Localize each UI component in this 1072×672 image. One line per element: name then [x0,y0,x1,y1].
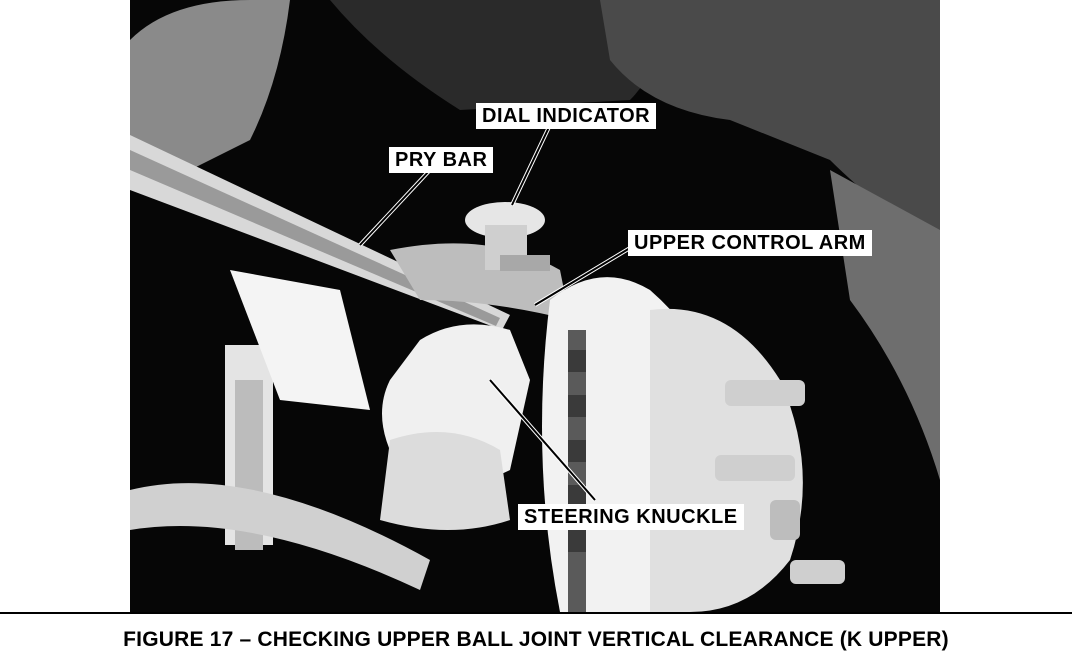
callout-pry-bar: PRY BAR [389,147,494,173]
suspension-photo [130,0,940,612]
figure-caption: FIGURE 17 – CHECKING UPPER BALL JOINT VE… [123,628,949,651]
rotor-vents [568,350,586,552]
background-fender [130,0,290,170]
callout-dial-indicator: DIAL INDICATOR [476,103,657,129]
tie-rod [130,483,430,590]
callout-steering-knuckle: STEERING KNUCKLE [518,504,744,530]
background-wall [600,0,940,250]
background-shadow [250,0,657,110]
caption-divider [0,612,1072,614]
callout-upper-control-arm: UPPER CONTROL ARM [628,230,872,256]
suspension-illustration [130,0,940,612]
wheel-studs [715,380,845,584]
